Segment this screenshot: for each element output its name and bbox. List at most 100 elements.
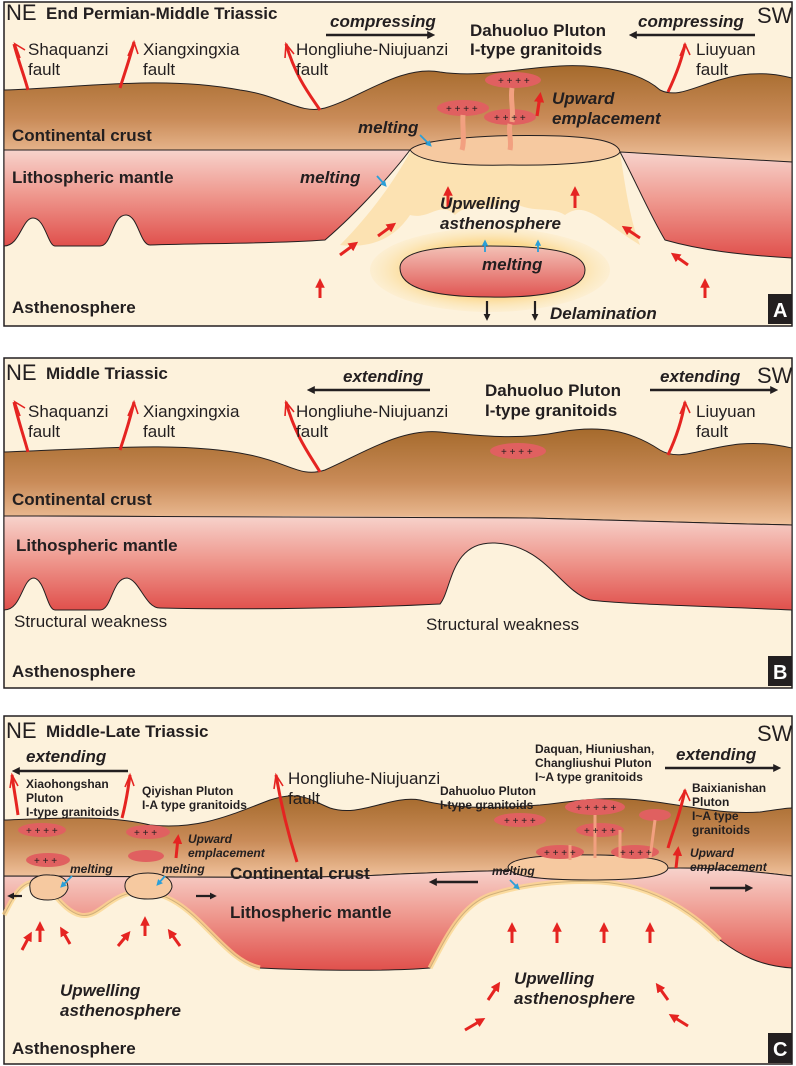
panel-b-mantle: Lithospheric mantle <box>16 536 178 555</box>
panel-a-badge-label: A <box>773 300 787 322</box>
panel-c-melt-chamber-1 <box>29 874 69 901</box>
panel-a-pluton-mid <box>437 100 489 116</box>
panel-c-daquan-type: I~A type granitoids <box>535 770 643 784</box>
svg-text:+ + + + +: + + + + + <box>576 803 616 814</box>
panel-b-fault4-name: Liuyuan <box>696 402 756 421</box>
panel-a-fault2-word: fault <box>143 60 175 79</box>
panel-c-upward2-2: emplacement <box>690 860 768 874</box>
panel-a-emplacement-arrow <box>534 91 545 117</box>
panel-c-xiao-name: Xiaohongshan <box>26 777 109 791</box>
panel-c-qiyi-name: Qiyishan Pluton <box>142 784 233 798</box>
svg-text:+ + + +: + + + + <box>504 816 536 827</box>
panel-c-daquan-pluton: Changliushui Pluton <box>535 756 652 770</box>
panel-a-upwell-1: Upwelling <box>440 194 521 213</box>
panel-b-fault1-word: fault <box>28 422 60 441</box>
panel-b-fault-1 <box>12 401 30 453</box>
panel-c-upward2-1: Upward <box>690 846 735 860</box>
panel-c-upward1-2: emplacement <box>188 846 266 860</box>
panel-a-fault3-name: Hongliuhe-Niujuanzi <box>296 40 448 59</box>
panel-c-pluton-qiyi-1 <box>126 825 170 839</box>
panel-c-melting-1: melting <box>70 862 113 876</box>
panel-a-upward-2: emplacement <box>552 109 662 128</box>
panel-b-extend-left: extending <box>343 367 424 386</box>
panel-c-melting-2: melting <box>162 862 205 876</box>
panel-b-mantle <box>3 515 793 611</box>
panel-b-fault3-name: Hongliuhe-Niujuanzi <box>296 402 448 421</box>
panel-a: + + + + + + + + + + + + NE End Permian-M… <box>3 0 793 327</box>
panel-c-pluton-xiao-1 <box>18 823 66 837</box>
panel-a-delam-block <box>399 245 586 298</box>
panel-b-crust: Continental crust <box>12 490 152 509</box>
panel-a-ne: NE <box>6 0 37 25</box>
panel-c-astheno: Asthenosphere <box>12 1039 136 1058</box>
panel-a-crust: Continental crust <box>12 126 152 145</box>
panel-b: + + + + NE Middle Triassic SW extending … <box>3 357 793 689</box>
panel-c-pluton-dahuo <box>494 813 546 827</box>
panel-a-fault2-name: Xiangxingxia <box>143 40 240 59</box>
panel-b-fault2-word: fault <box>143 422 175 441</box>
panel-a-melting-3: melting <box>482 255 543 274</box>
panel-c-pluton-daquan-3 <box>576 823 624 837</box>
panel-b-extend-right: extending <box>660 367 741 386</box>
svg-text:+ + + +: + + + + <box>620 848 652 859</box>
svg-text:+ + +: + + + <box>134 828 157 839</box>
panel-a-fault4-word: fault <box>696 60 728 79</box>
panel-c-dahuo-type: I-type granitoids <box>440 798 534 812</box>
panel-c-pluton-daquan-5 <box>611 845 659 859</box>
svg-text:+ + + +: + + + + <box>26 826 58 837</box>
panel-b-pluton-type: I-type granitoids <box>485 401 617 420</box>
panel-c-upwell1-1: Upwelling <box>60 981 141 1000</box>
panel-b-fault-3 <box>284 401 322 473</box>
panel-c-pluton-daquan-4 <box>536 845 584 859</box>
panel-a-period: End Permian-Middle Triassic <box>46 4 277 23</box>
panel-a-upward-1: Upward <box>552 89 615 108</box>
panel-c-dahuo-name: Dahuoluo Pluton <box>440 784 536 798</box>
panel-a-melt-chamber <box>409 135 621 166</box>
panel-b-weak-1: Structural weakness <box>14 612 167 631</box>
panel-b-fault-4 <box>666 401 687 456</box>
panel-b-badge-label: B <box>773 662 787 684</box>
panel-c-upwell2-1: Upwelling <box>514 969 595 988</box>
panel-c-pluton-qiyi-2 <box>128 850 164 862</box>
panel-a-upwell-glow <box>340 152 640 246</box>
svg-text:+ + +: + + + <box>34 856 57 867</box>
panel-c-crust: Continental crust <box>230 864 370 883</box>
svg-text:+ + + +: + + + + <box>494 113 526 124</box>
svg-text:+ + + +: + + + + <box>446 104 478 115</box>
panel-a-badge <box>768 294 792 324</box>
panel-a-mantle-right <box>619 151 793 259</box>
panel-c-baix-pluton: Pluton <box>692 795 729 809</box>
panel-c-xiao-type: I-type granitoids <box>26 805 120 819</box>
panel-c-baix-type: I~A type <box>692 809 739 823</box>
panel-b-fault2-name: Xiangxingxia <box>143 402 240 421</box>
panel-c-extend-right: extending <box>676 745 757 764</box>
panel-b-sw: SW <box>757 363 793 388</box>
panel-a-mantle-left <box>3 149 412 247</box>
panel-c-badge <box>768 1033 792 1063</box>
svg-text:+ + + +: + + + + <box>498 76 530 87</box>
panel-c-pluton-xiao-2 <box>26 853 70 867</box>
svg-text:+ + + +: + + + + <box>544 848 576 859</box>
panel-c-baix-name: Baixianishan <box>692 781 766 795</box>
panel-b-badge <box>768 656 792 686</box>
panel-c: + + + + + + + + + + + + + + + + + + + + … <box>1 715 793 1065</box>
panel-c-fault-word: fault <box>288 789 320 808</box>
panel-c-qiyi-type: I-A type granitoids <box>142 798 247 812</box>
panel-a-delam: Delamination <box>550 304 657 323</box>
panel-a-astheno: Asthenosphere <box>12 298 136 317</box>
svg-text:+ + + +: + + + + <box>584 826 616 837</box>
panel-b-weak-2: Structural weakness <box>426 615 579 634</box>
panel-c-extend-left: extending <box>26 747 107 766</box>
panel-c-melting-3: melting <box>492 864 535 878</box>
panel-c-pluton-daquan-2 <box>639 809 671 821</box>
panel-b-fault3-word: fault <box>296 422 328 441</box>
svg-text:+ + + +: + + + + <box>501 447 533 458</box>
panel-c-upwell2-2: asthenosphere <box>514 989 635 1008</box>
panel-c-sw: SW <box>757 721 793 746</box>
panel-c-daquan-names: Daquan, Hiuniushan, <box>535 742 654 756</box>
panel-b-fault4-word: fault <box>696 422 728 441</box>
panel-a-compress-left: compressing <box>330 12 436 31</box>
panel-a-pluton-name: Dahuoluo Pluton <box>470 21 606 40</box>
panel-a-compress-right: compressing <box>638 12 744 31</box>
